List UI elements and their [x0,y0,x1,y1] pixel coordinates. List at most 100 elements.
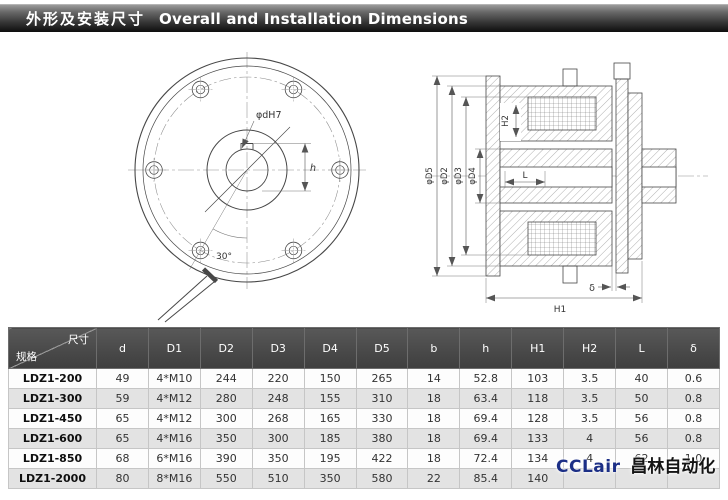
value-cell: 0.8 [666,388,721,409]
value-cell: 248 [251,388,305,409]
value-cell: 390 [199,448,253,469]
value-cell: 18 [407,408,461,429]
value-cell: 56 [615,428,668,449]
value-cell: 140 [511,468,565,489]
value-cell: 103 [511,368,565,389]
coil-bottom [527,221,597,256]
value-cell: 155 [303,388,357,409]
coil-top [527,96,597,131]
model-cell: LDZ1-450 [8,408,97,429]
value-cell: 40 [615,368,668,389]
value-cell: 22 [407,468,461,489]
col-header-l: L [615,327,668,369]
front-view-drawing: φdH7 h 30° [128,52,366,323]
value-cell: 69.4 [459,408,513,429]
bolt-top [562,68,578,87]
value-cell: 195 [303,448,357,469]
col-header-h: h [459,327,513,369]
col-header-h2: H2 [563,327,617,369]
angle-dim-label: 30° [216,252,232,262]
value-cell: 49 [96,368,149,389]
watermark-cjk: 昌林自动化 [630,457,716,477]
stud [613,62,631,80]
value-cell: 18 [407,448,461,469]
value-cell: 133 [511,428,565,449]
armature-plate [615,78,629,274]
value-cell: 244 [199,368,253,389]
value-cell: 4*M12 [147,408,201,429]
d3-dim-label: φD3 [454,167,464,185]
section-title-en: Overall and Installation Dimensions [159,9,468,28]
cable-gland [201,267,219,284]
col-header-d2: D2 [199,327,253,369]
cable-line [164,281,215,323]
value-cell: 50 [615,388,668,409]
value-cell: 69.4 [459,428,513,449]
value-cell: 72.4 [459,448,513,469]
value-cell: 14 [407,368,461,389]
model-cell: LDZ1-300 [8,388,97,409]
value-cell: 65 [96,408,149,429]
value-cell: 0.8 [666,408,721,429]
l-dim-label: L [522,171,527,181]
value-cell: 185 [303,428,357,449]
value-cell: 8*M16 [147,468,201,489]
model-cell: LDZ1-2000 [8,468,97,489]
d2-dim-label: φD2 [440,167,450,185]
value-cell: 59 [96,388,149,409]
bolt-holes [142,77,352,263]
value-cell: 220 [251,368,305,389]
value-cell: 4*M16 [147,428,201,449]
value-cell: 580 [355,468,409,489]
value-cell: 3.5 [563,388,617,409]
value-cell: 330 [355,408,409,429]
value-cell: 18 [407,428,461,449]
value-cell: 300 [251,428,305,449]
mounting-flange [485,75,501,277]
value-cell: 150 [303,368,357,389]
value-cell: 52.8 [459,368,513,389]
section-indicator-line [204,126,291,213]
value-cell [563,468,617,489]
value-cell: 3.5 [563,408,617,429]
value-cell: 18 [407,388,461,409]
table-header-row: 尺寸 规格 d D1 D2 D3 D4 D5 b h H1 H2 L δ [8,327,721,369]
value-cell: 63.4 [459,388,513,409]
section-title-bar: 外形及安装尺寸 Overall and Installation Dimensi… [0,4,728,32]
value-cell: 265 [355,368,409,389]
value-cell: 165 [303,408,357,429]
h2-dim-label: H2 [501,115,511,127]
value-cell: 68 [96,448,149,469]
value-cell: 550 [199,468,253,489]
d5-dim-label: φD5 [425,167,435,185]
section-view-drawing: φD5 φD2 φD3 φD4 H2 L δ H1 [425,62,708,315]
hub-circle [206,129,288,211]
outer-rim-circle [134,57,360,283]
cable-line [157,275,208,321]
model-cell: LDZ1-200 [8,368,97,389]
value-cell: 134 [511,448,565,469]
value-cell: 380 [355,428,409,449]
value-cell: 1.0 [666,448,721,469]
value-cell: 65 [96,428,149,449]
corner-label-size: 尺寸 [68,334,89,346]
output-bore [641,166,677,188]
corner-label-spec: 规格 [16,351,37,363]
value-cell: 510 [251,468,305,489]
bolt-circle [153,76,341,264]
value-cell: 422 [355,448,409,469]
value-cell: 350 [303,468,357,489]
col-header-d3: D3 [251,327,305,369]
col-header-delta: δ [666,327,721,369]
watermark-latin: CCLair [556,457,621,477]
h-dim-label: h [310,163,316,174]
value-cell [615,468,668,489]
